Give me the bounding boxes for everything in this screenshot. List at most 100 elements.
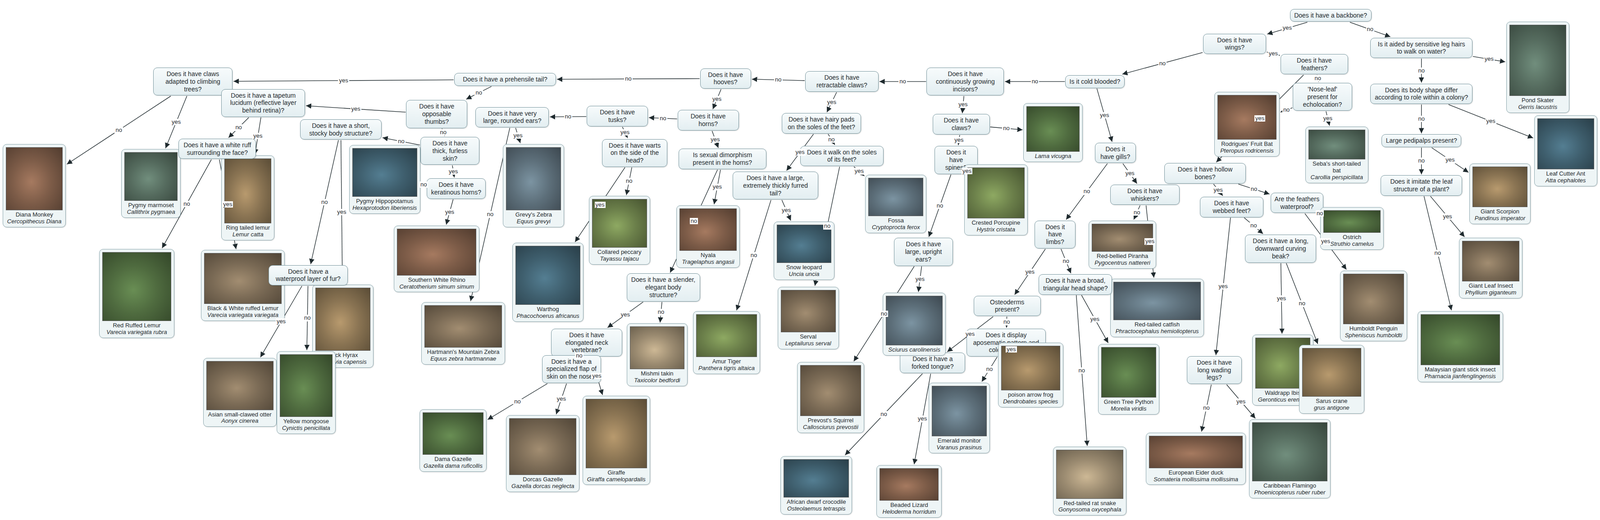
question-text: Does it have very large, rounded ears?: [479, 109, 545, 126]
common-name: poison arrow frog: [1001, 392, 1061, 399]
question-text: Does it have continuously growing inciso…: [930, 70, 1000, 93]
edge-label: yes: [780, 207, 792, 214]
animal-card: Red Ruffed LemurVarecia variegata rubra: [99, 249, 175, 339]
animal-photo: [206, 361, 274, 411]
animal-photo: [1148, 436, 1243, 469]
edge-label: no: [624, 177, 634, 185]
scientific-name: Sciurus carolinensis: [885, 346, 943, 354]
animal-card: European Eider duckSomateria mollissima …: [1145, 433, 1246, 486]
edge-label: yes: [252, 132, 264, 140]
edge-label: no: [1082, 188, 1091, 195]
edge-label: yes: [591, 373, 602, 380]
scientific-name: Equus zebra hartmannae: [424, 355, 502, 363]
animal-card: GiraffeGiraffa camelopardalis: [582, 396, 650, 486]
edge-label: no: [898, 78, 907, 85]
edge-label: no: [320, 199, 329, 206]
scientific-name: Tayassu tajacu: [592, 255, 648, 263]
question-text: Does it have claws adapted to climbing t…: [157, 70, 229, 93]
common-name: Giant Scorpion: [1472, 208, 1528, 216]
connector: [382, 137, 420, 146]
animal-card: Grevy's ZebraEquus grevyi: [502, 144, 565, 228]
scientific-name: Phractocephalus hemioliopterus: [1113, 328, 1201, 336]
scientific-name: Giraffa camelopardalis: [585, 476, 647, 484]
question-box: Large pedipalps present?: [1381, 134, 1462, 148]
scientific-name: grus antigone: [1302, 405, 1362, 412]
edge-label: no: [879, 310, 889, 318]
common-name: Emerald monitor: [931, 437, 987, 445]
animal-photo: [1252, 422, 1328, 482]
animal-card: Pond SkaterGerris lacustris: [1506, 21, 1570, 114]
animal-card: Seba's short-tailed batCarollia perspici…: [1305, 126, 1369, 184]
animal-photo: [515, 246, 581, 306]
question-text: Does it have horns?: [681, 112, 735, 128]
question-box: Does it have a tapetum lucidum (reflecti…: [221, 89, 306, 118]
scientific-name: Dendrobates species: [1001, 398, 1061, 406]
animal-photo: [102, 252, 172, 322]
question-text: Does it have thick, furless skin?: [424, 139, 476, 163]
edge-label: no: [564, 113, 573, 120]
edge-label: no: [935, 202, 944, 210]
edge-label: yes: [222, 201, 233, 208]
scientific-name: Tragelaphus angasii: [679, 259, 737, 266]
common-name: European Eider duck: [1148, 469, 1243, 477]
common-name: Red-bellied Piranha: [1091, 253, 1153, 260]
scientific-name: Morelia viridis: [1101, 405, 1157, 413]
question-text: Does it have hollow bones?: [1168, 165, 1242, 182]
question-box: Does it have a large, extremely thickly …: [732, 171, 819, 200]
common-name: Rodrigues' Fruit Bat: [1217, 141, 1277, 148]
question-box: Does it have whiskers?: [1110, 184, 1180, 206]
question-box: Does it have a short, stocky body struct…: [300, 119, 382, 141]
question-text: Does it have hooves?: [704, 71, 748, 87]
scientific-name: Pandinus imperator: [1472, 215, 1528, 223]
scientific-name: Gonyosoma oxycephala: [1056, 506, 1124, 514]
common-name: Pygmy Hippopotamus: [352, 198, 418, 206]
question-text: Does its body shape differ according to …: [1374, 86, 1468, 102]
animal-card: African dwarf crocodileOsteolaemus tetra…: [780, 456, 853, 516]
animal-photo: [1343, 273, 1404, 325]
animal-card: Malaysian giant stick insectPharnacia ji…: [1417, 311, 1504, 383]
common-name: Red-tailed rat snake: [1056, 500, 1124, 508]
connector: [1122, 163, 1137, 184]
question-box: Does it have continuously growing inciso…: [926, 67, 1004, 96]
edge-label: yes: [964, 331, 976, 338]
scientific-name: Lama vicugna: [1026, 153, 1080, 160]
question-box: Does it have a prehensile tail?: [454, 72, 557, 87]
scientific-name: Hexaprotodon liberiensis: [352, 205, 418, 212]
question-box: Does it walk on the soles of its feet?: [800, 145, 885, 167]
edge-label: no: [574, 352, 584, 360]
edge-label: no: [1417, 67, 1426, 74]
edge-label: yes: [447, 168, 459, 175]
edge-label: no: [1062, 258, 1071, 265]
animal-photo: [1302, 348, 1362, 397]
scientific-name: Pteropus rodricensis: [1217, 147, 1277, 155]
edge-label: yes: [336, 209, 347, 216]
common-name: Hartmann's Mountain Zebra: [424, 349, 502, 356]
connector: [1430, 196, 1465, 238]
question-text: Does it have a slender, elegant body str…: [630, 276, 697, 299]
connector: [466, 86, 492, 100]
question-box: Does it have a forked tongue?: [899, 352, 966, 374]
edge-label: no: [1417, 157, 1426, 165]
common-name: Diana Monkey: [5, 211, 63, 219]
animal-card: Crested PorcupineHystrix cristata: [964, 164, 1028, 236]
edge-label: yes: [709, 136, 721, 143]
common-name: Prevost's Squirrel: [800, 417, 862, 425]
animal-photo: [422, 412, 484, 456]
common-name: Southern White Rhino: [396, 277, 477, 284]
question-box: Does it have a backbone?: [1290, 9, 1372, 23]
animal-photo: [776, 224, 832, 264]
scientific-name: Hystrix cristata: [967, 226, 1025, 234]
connector: [736, 200, 771, 311]
question-text: Does it have a backbone?: [1294, 11, 1368, 20]
animal-card: Pygmy marmosetCallithrix pygmaea: [121, 149, 181, 219]
common-name: Sarus crane: [1302, 398, 1362, 406]
edge-label: yes: [916, 415, 928, 423]
edge-label: yes: [1485, 118, 1497, 125]
connector: [1238, 184, 1270, 195]
animal-photo: [1462, 241, 1519, 282]
question-text: Does it have feathers?: [1284, 56, 1344, 73]
edge-label: no: [1132, 209, 1141, 216]
question-box: Does it have elongated neck vertebrae?: [551, 328, 623, 357]
common-name: Ostrich: [1323, 234, 1381, 242]
edge-label: no: [1202, 405, 1211, 412]
